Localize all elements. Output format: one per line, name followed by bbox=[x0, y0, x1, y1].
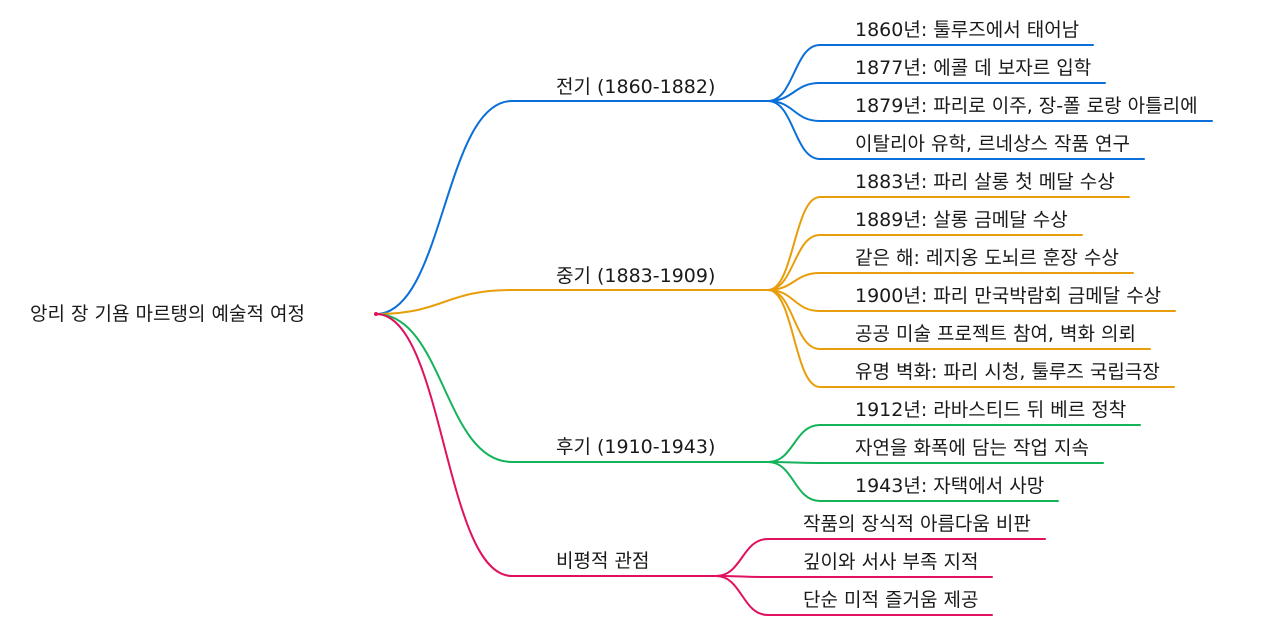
connector-early-4 bbox=[767, 100, 821, 160]
branch-label-critique: 비평적 관점 bbox=[556, 550, 650, 572]
connector-late-1 bbox=[767, 424, 821, 463]
root-anchor-dot bbox=[374, 312, 378, 316]
leaf-critique-1: 작품의 장식적 아름다움 비판 bbox=[803, 513, 1031, 535]
connector-late-3 bbox=[767, 461, 821, 502]
leaf-early-4: 이탈리아 유학, 르네상스 작품 연구 bbox=[855, 133, 1130, 155]
leaf-critique-2: 깊이와 서사 부족 지적 bbox=[803, 551, 979, 573]
leaf-critique-3: 단순 미적 즐거움 제공 bbox=[803, 589, 979, 611]
connector-middle-1 bbox=[767, 196, 821, 291]
leaf-late-2: 자연을 화폭에 담는 작업 지속 bbox=[855, 437, 1089, 459]
leaf-late-3: 1943년: 자택에서 사망 bbox=[855, 475, 1045, 497]
leaf-middle-4: 1900년: 파리 만국박람회 금메달 수상 bbox=[855, 285, 1162, 307]
root-node: 앙리 장 기욤 마르탱의 예술적 여정 bbox=[30, 303, 305, 325]
connector-root-early bbox=[375, 100, 513, 315]
leaf-middle-3: 같은 해: 레지옹 도뇌르 훈장 수상 bbox=[855, 247, 1119, 269]
leaf-middle-5: 공공 미술 프로젝트 참여, 벽화 의뢰 bbox=[855, 323, 1136, 345]
connector-root-late bbox=[375, 313, 513, 463]
leaf-early-2: 1877년: 에콜 데 보자르 입학 bbox=[855, 57, 1092, 79]
leaf-late-1: 1912년: 라바스티드 뒤 베르 정착 bbox=[855, 399, 1127, 421]
leaf-middle-6: 유명 벽화: 파리 시청, 툴루즈 국립극장 bbox=[855, 361, 1160, 383]
connector-middle-6 bbox=[767, 289, 821, 388]
connector-critique-1 bbox=[715, 538, 769, 577]
leaf-early-1: 1860년: 툴루즈에서 태어남 bbox=[855, 19, 1080, 41]
connector-root-critique bbox=[375, 313, 513, 577]
branch-label-middle: 중기 (1883-1909) bbox=[556, 265, 716, 287]
leaf-middle-1: 1883년: 파리 살롱 첫 메달 수상 bbox=[855, 171, 1115, 193]
leaf-middle-2: 1889년: 살롱 금메달 수상 bbox=[855, 209, 1068, 231]
connector-critique-3 bbox=[715, 575, 769, 616]
branch-label-late: 후기 (1910-1943) bbox=[556, 436, 716, 458]
connector-early-1 bbox=[767, 44, 821, 102]
leaf-early-3: 1879년: 파리로 이주, 장-폴 로랑 아틀리에 bbox=[855, 95, 1198, 117]
branch-label-early: 전기 (1860-1882) bbox=[556, 76, 716, 98]
connector-root-middle bbox=[375, 289, 513, 315]
connector-middle-2 bbox=[767, 234, 821, 291]
